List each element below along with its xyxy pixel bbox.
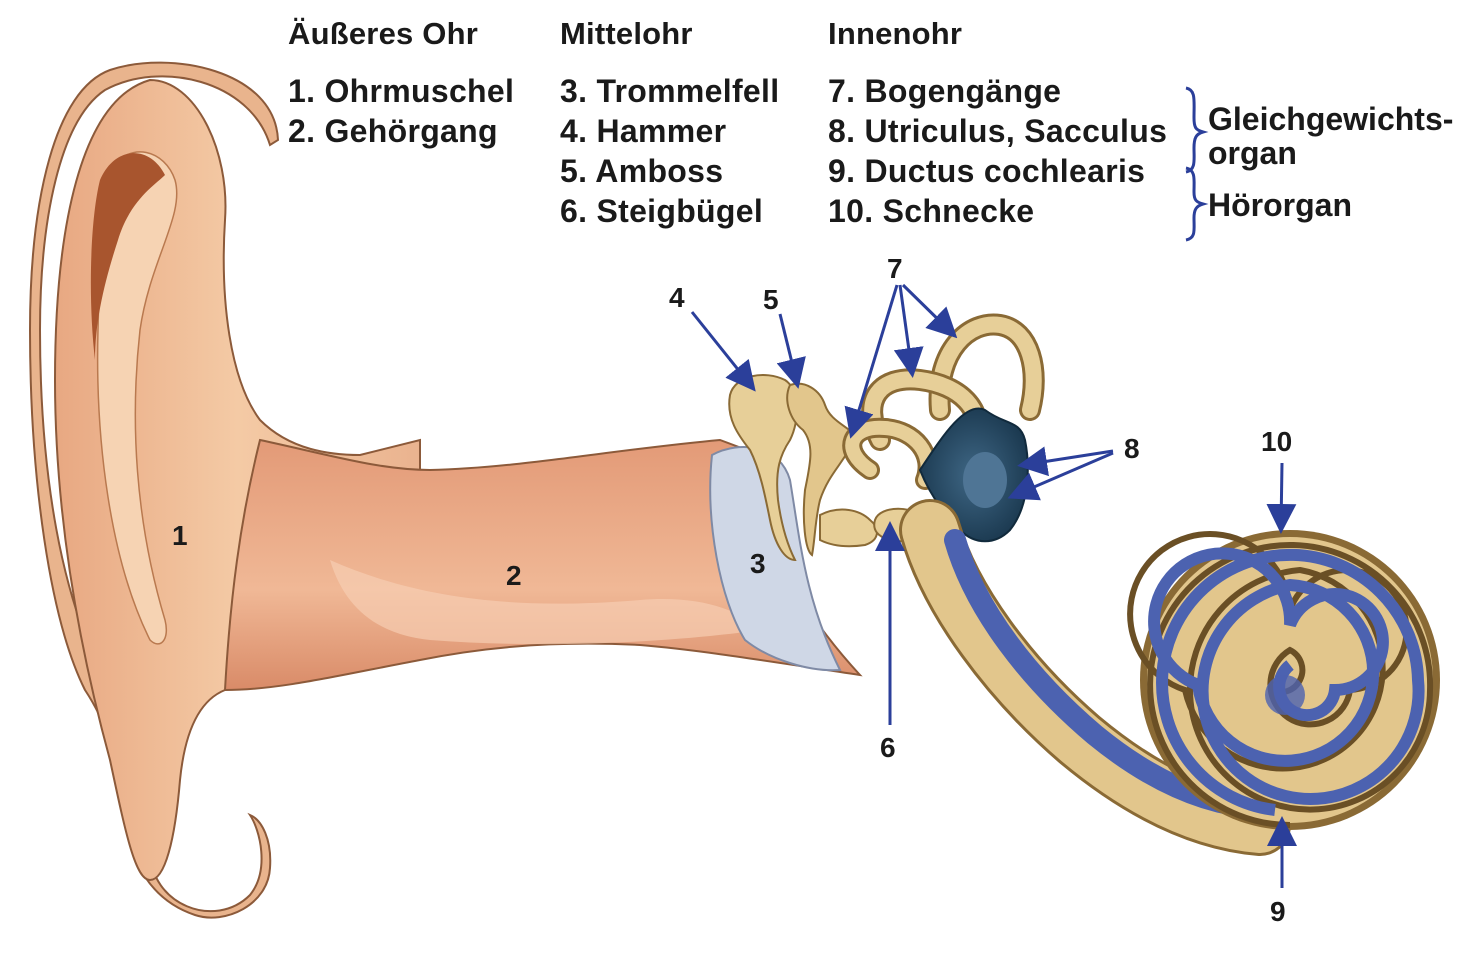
label-10: 10: [1261, 426, 1292, 457]
label-5: 5: [763, 284, 779, 315]
legend-inner-ear: Innenohr 7. Bogengänge 8. Utriculus, Sac…: [828, 16, 1167, 231]
label-9: 9: [1270, 896, 1286, 927]
group-gleichgewichtsorgan-line2: organ: [1208, 136, 1453, 170]
legend-item-4: 4. Hammer: [560, 111, 779, 151]
legend-item-10: 10. Schnecke: [828, 191, 1167, 231]
legend-item-5: 5. Amboss: [560, 151, 779, 191]
label-3: 3: [750, 548, 766, 579]
group-hoerorgan: Hörorgan: [1208, 188, 1352, 222]
legend-heading-outer-ear: Äußeres Ohr: [288, 16, 514, 52]
legend-middle-ear: Mittelohr 3. Trommelfell 4. Hammer 5. Am…: [560, 16, 779, 231]
legend-item-2: 2. Gehörgang: [288, 111, 514, 151]
legend-outer-ear: Äußeres Ohr 1. Ohrmuschel 2. Gehörgang: [288, 16, 514, 151]
brace-gleichgewichtsorgan: [1186, 88, 1203, 172]
brace-hoerorgan: [1186, 168, 1203, 240]
stapes-bone: [820, 510, 877, 547]
arrow-7c: [903, 285, 953, 334]
arrow-4: [692, 312, 752, 387]
arrow-7b: [900, 285, 912, 372]
legend-heading-middle-ear: Mittelohr: [560, 16, 779, 52]
label-8: 8: [1124, 433, 1140, 464]
legend-item-9: 9. Ductus cochlearis: [828, 151, 1167, 191]
group-hoerorgan-line1: Hörorgan: [1208, 188, 1352, 222]
label-1: 1: [172, 520, 188, 551]
group-gleichgewichtsorgan: Gleichgewichts- organ: [1208, 102, 1453, 170]
legend-item-1: 1. Ohrmuschel: [288, 71, 514, 111]
arrow-10: [1281, 463, 1282, 528]
group-gleichgewichtsorgan-line1: Gleichgewichts-: [1208, 102, 1453, 136]
label-6: 6: [880, 732, 896, 763]
utriculus: [963, 452, 1007, 508]
arrow-5: [780, 314, 797, 383]
legend-item-8: 8. Utriculus, Sacculus: [828, 111, 1167, 151]
label-7: 7: [887, 253, 903, 284]
label-2: 2: [506, 560, 522, 591]
legend-item-3: 3. Trommelfell: [560, 71, 779, 111]
label-4: 4: [669, 282, 685, 313]
legend-item-7: 7. Bogengänge: [828, 71, 1167, 111]
legend-item-6: 6. Steigbügel: [560, 191, 779, 231]
legend-heading-inner-ear: Innenohr: [828, 16, 1167, 52]
